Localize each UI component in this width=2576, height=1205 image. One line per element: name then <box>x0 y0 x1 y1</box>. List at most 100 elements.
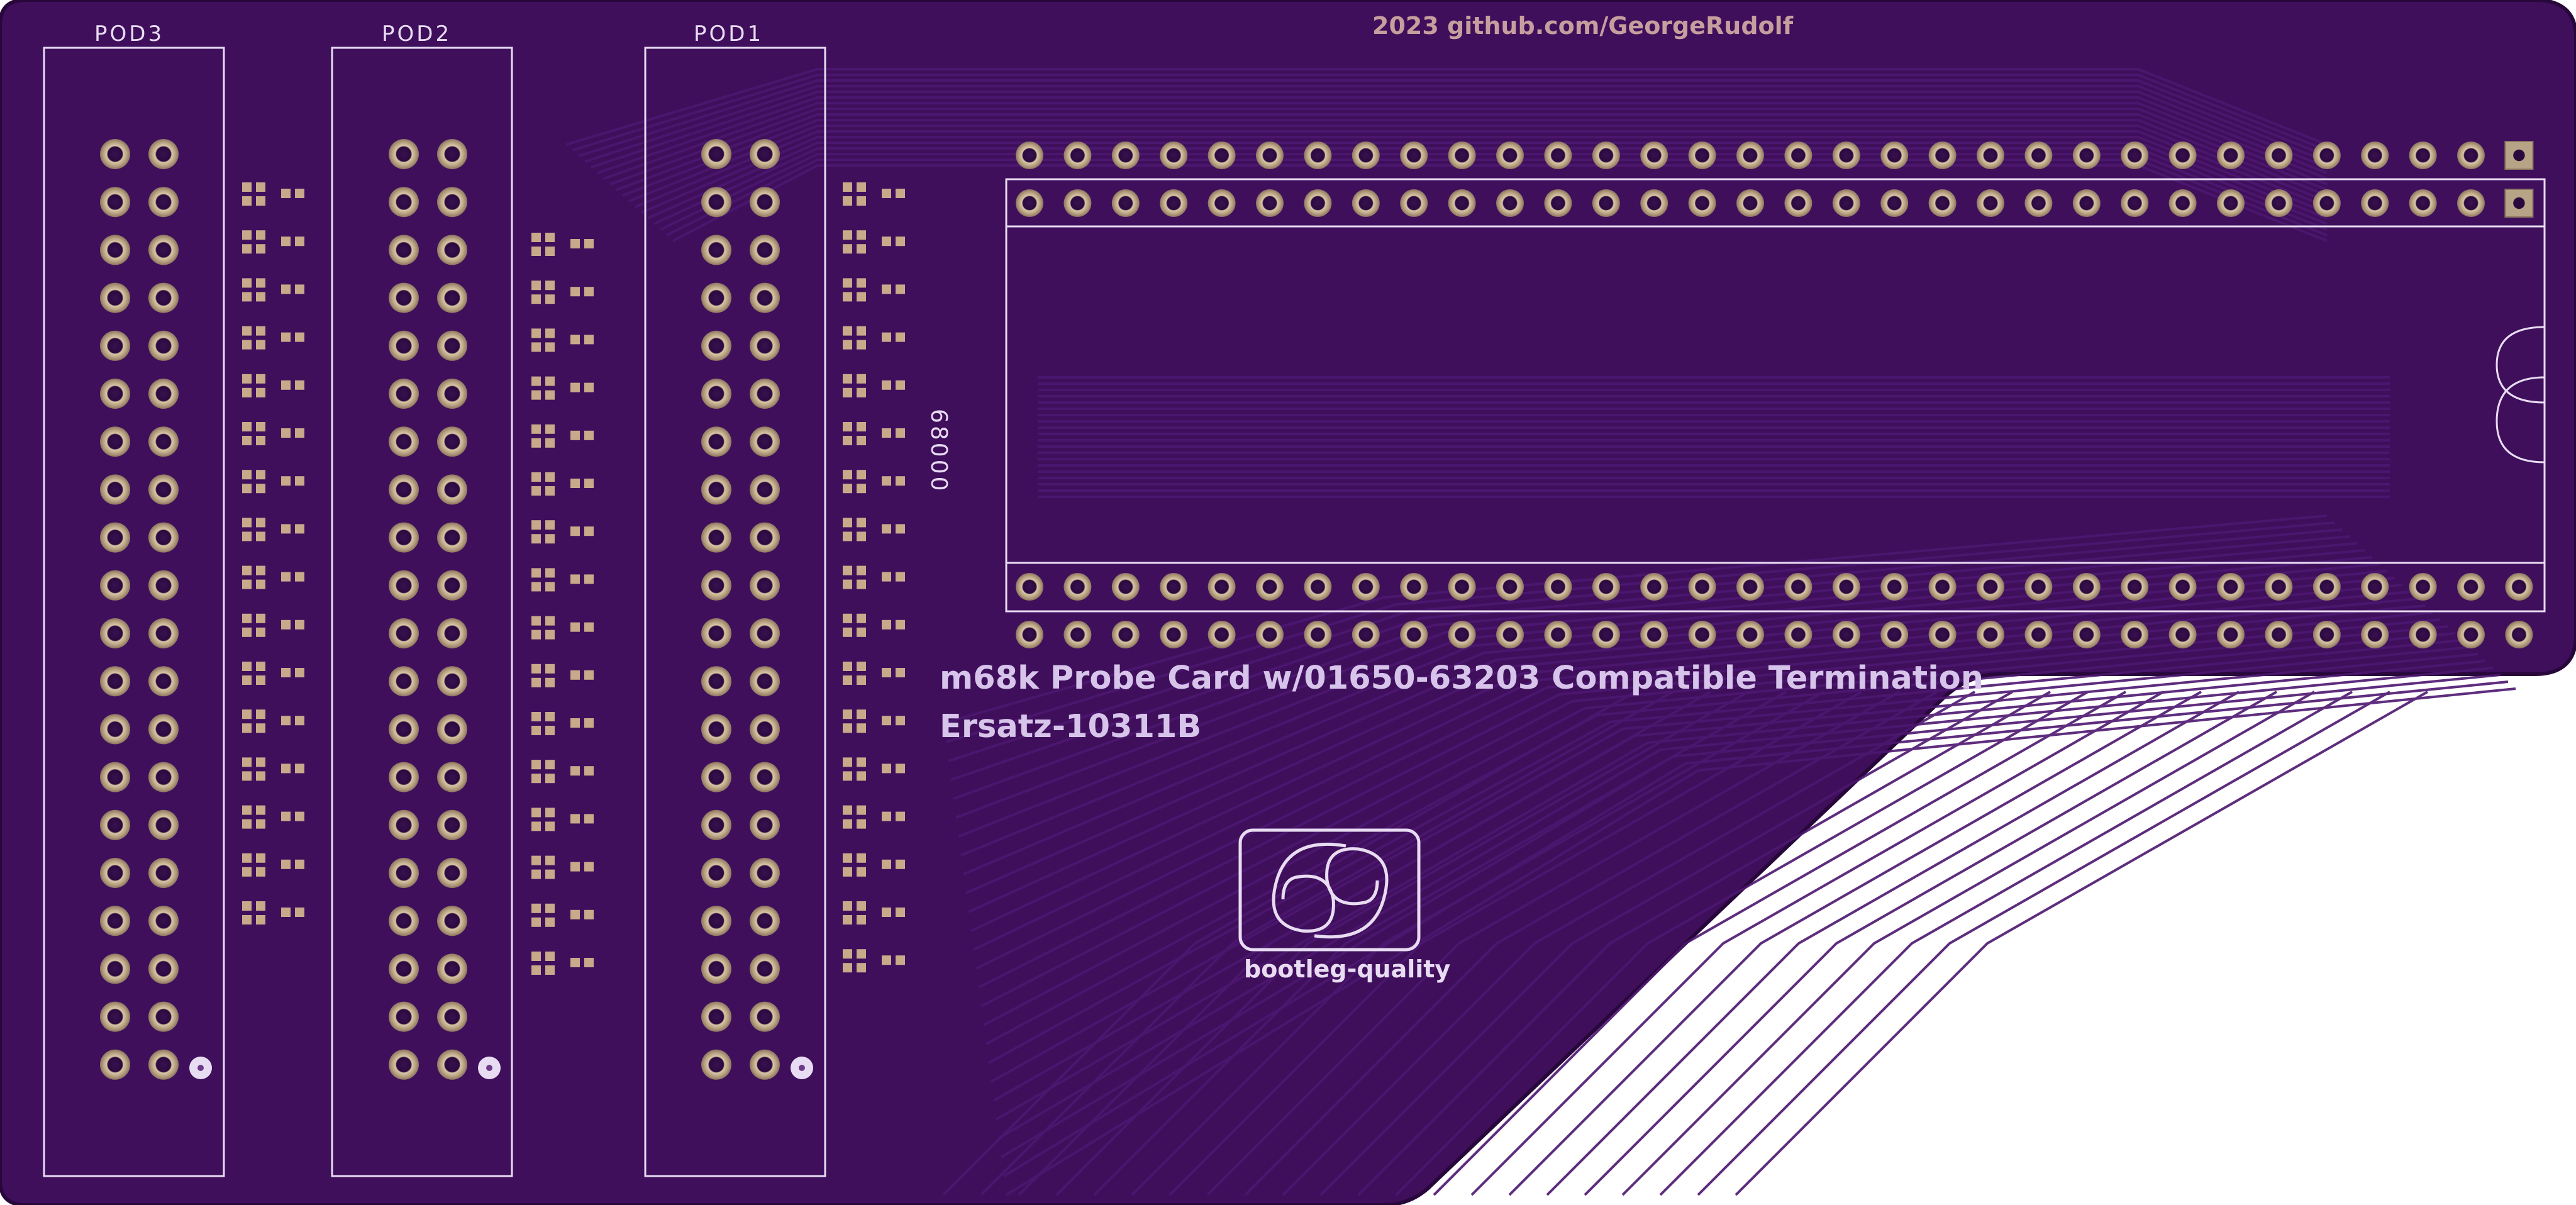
smd-pad <box>882 332 891 342</box>
through-hole-pad <box>2072 621 2101 648</box>
through-hole-pad <box>701 906 731 936</box>
smd-pad <box>857 244 866 254</box>
smd-pad <box>896 619 905 630</box>
through-hole-pad <box>2121 573 2149 601</box>
smd-pad <box>242 196 252 206</box>
smd-pad <box>242 387 252 397</box>
smd-pad <box>242 374 252 384</box>
trace <box>995 660 2486 1121</box>
smd-pad <box>545 342 555 352</box>
smd-pad <box>570 862 580 872</box>
through-hole-pad <box>1160 621 1188 648</box>
through-hole-pad <box>1880 142 1909 169</box>
through-hole-pad <box>1928 142 1957 169</box>
trace <box>1357 691 2051 1196</box>
through-hole-pad <box>148 809 179 840</box>
smd-pad <box>545 233 555 242</box>
through-hole-pad <box>1016 142 1043 169</box>
smd-pad <box>857 230 866 240</box>
through-hole-pad <box>1640 189 1668 217</box>
through-hole-pad <box>1208 573 1236 601</box>
through-hole-pad <box>701 379 731 409</box>
through-hole-pad <box>750 139 780 169</box>
smd-pad <box>545 712 555 721</box>
smd-pad <box>843 627 852 637</box>
through-hole-pad <box>148 1001 179 1032</box>
smd-pad <box>531 760 541 770</box>
smd-pad <box>256 484 265 494</box>
through-hole-pad <box>1111 142 1140 169</box>
through-hole-pad <box>701 714 731 745</box>
smd-pad <box>531 534 541 544</box>
through-hole-pad <box>1160 189 1188 217</box>
smd-pad <box>242 579 252 589</box>
through-hole-pad <box>437 426 467 457</box>
through-hole-pad <box>1016 621 1043 648</box>
through-hole-pad <box>100 570 130 601</box>
smd-pad <box>295 859 304 869</box>
trace <box>1508 691 2202 1196</box>
trace <box>983 625 2448 1026</box>
through-hole-pad <box>1016 573 1043 601</box>
smd-pad <box>843 387 852 397</box>
through-hole-pad <box>1352 189 1380 217</box>
pod-outline <box>43 47 225 1177</box>
smd-pad <box>570 239 580 248</box>
through-hole-pad <box>1304 573 1332 601</box>
smd-pad <box>584 766 594 776</box>
through-hole-pad <box>2457 573 2485 601</box>
smd-pad <box>256 531 265 541</box>
through-hole-pad <box>1688 573 1716 601</box>
trace <box>1546 691 2240 1196</box>
through-hole-pad <box>437 379 467 409</box>
through-hole-pad <box>148 953 179 984</box>
smd-pad <box>857 613 866 623</box>
through-hole-pad <box>1352 573 1380 601</box>
through-hole-pad <box>1640 621 1668 648</box>
through-hole-pad <box>750 762 780 792</box>
through-hole-pad <box>701 762 731 792</box>
through-hole-pad <box>1400 621 1428 648</box>
smd-pad <box>281 764 291 774</box>
trace <box>1433 691 2126 1196</box>
smd-pad <box>256 771 265 781</box>
smd-pad <box>843 805 852 815</box>
trace <box>1002 680 2509 1177</box>
through-hole-pad <box>1304 621 1332 648</box>
smd-pad <box>531 247 541 256</box>
smd-pad <box>531 520 541 530</box>
trace <box>641 136 2328 214</box>
through-hole-pad <box>1544 189 1572 217</box>
through-hole-pad <box>1880 621 1909 648</box>
through-hole-pad <box>2024 189 2053 217</box>
through-hole-pad <box>100 426 130 457</box>
smd-pad <box>256 422 265 431</box>
trace <box>647 142 2328 219</box>
through-hole-pad <box>1256 573 1284 601</box>
smd-pad <box>857 196 866 206</box>
through-hole-pad <box>2361 142 2389 169</box>
through-hole-pad <box>1256 142 1284 169</box>
smd-pad <box>256 196 265 206</box>
smd-pad <box>882 189 891 198</box>
through-hole-pad <box>389 474 419 505</box>
smd-pad <box>295 619 304 630</box>
smd-pad <box>896 668 905 677</box>
through-hole-pad <box>100 953 130 984</box>
through-hole-pad <box>437 474 467 505</box>
smd-pad <box>242 326 252 336</box>
smd-pad <box>242 278 252 288</box>
through-hole-pad <box>1063 142 1092 169</box>
through-hole-pad <box>750 474 780 505</box>
smd-pad <box>584 622 594 632</box>
trace <box>970 591 2411 932</box>
smd-resistor-array <box>242 182 905 975</box>
through-hole-pad <box>2312 189 2341 217</box>
smd-pad <box>584 862 594 872</box>
through-hole-pad <box>750 379 780 409</box>
through-hole-pad <box>100 618 130 648</box>
trace <box>973 597 2418 951</box>
smd-pad <box>531 582 541 592</box>
smd-pad <box>295 524 304 534</box>
smd-pad <box>256 662 265 671</box>
